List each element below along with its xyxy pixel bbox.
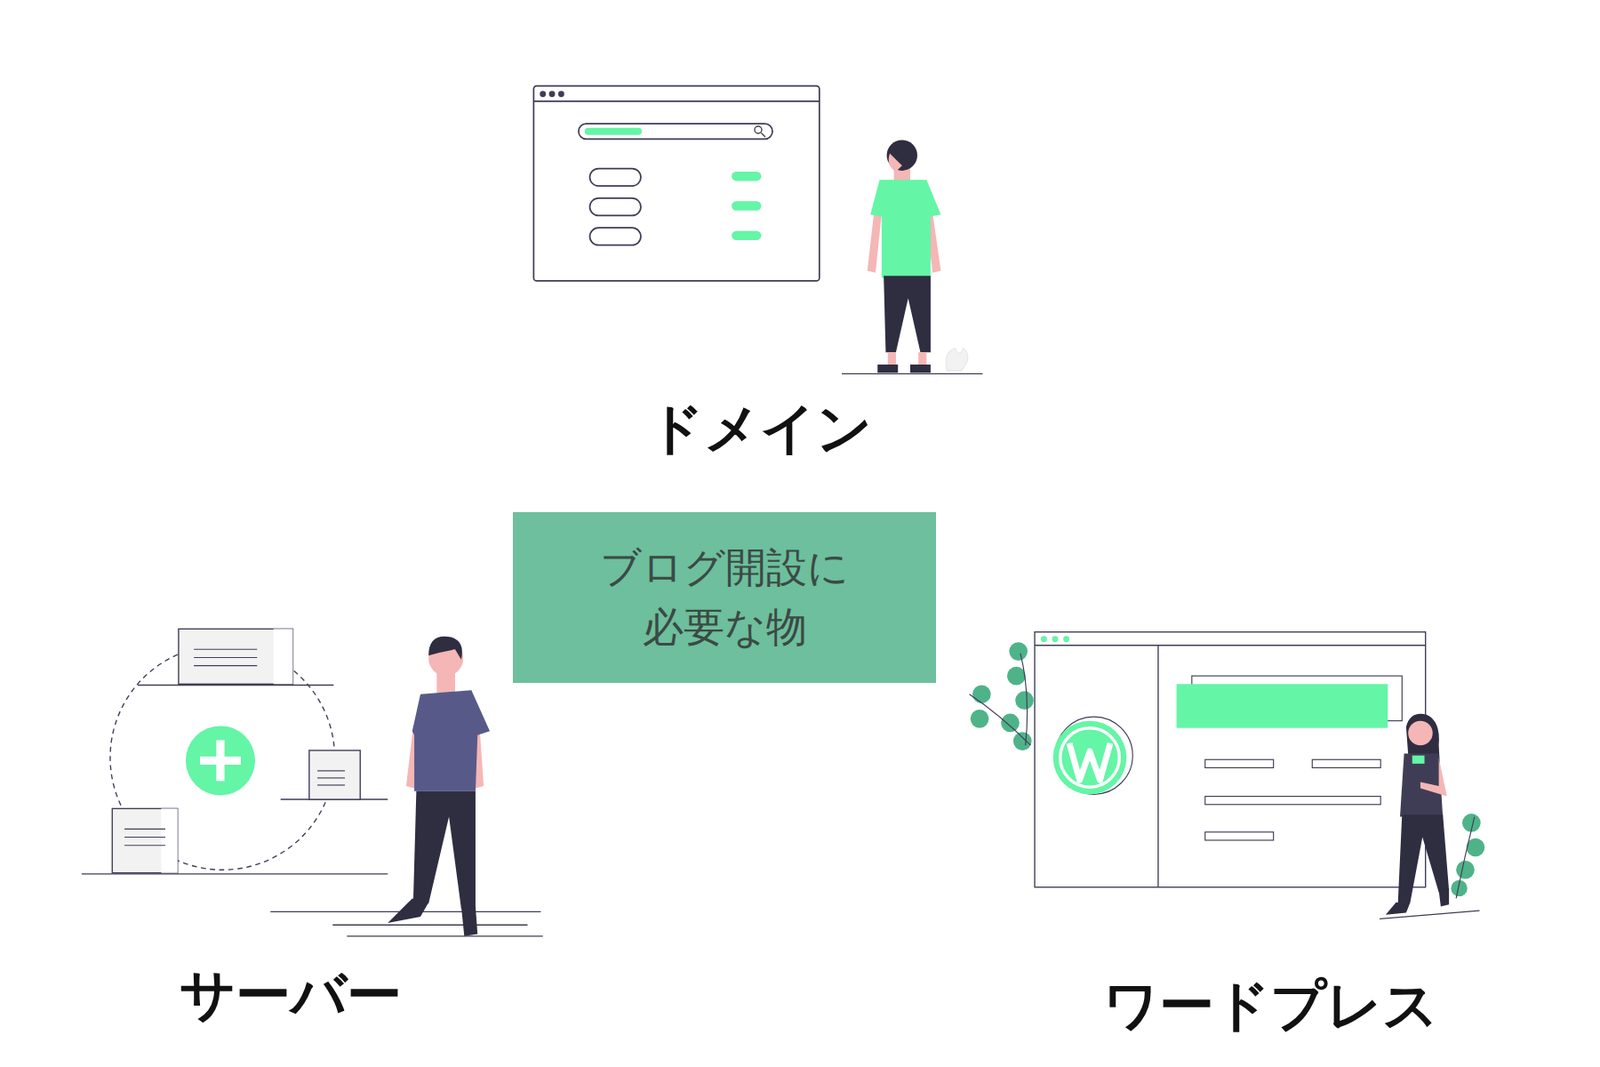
section-label: ワードプレス (1103, 968, 1439, 1043)
center-box: ブログ開設に 必要な物 (512, 512, 936, 683)
section-label: ドメイン (648, 391, 872, 466)
domain-illustration (533, 86, 983, 375)
wordpress-illustration (969, 632, 1486, 920)
box-text: ブログ開設に 必要な物 (591, 537, 858, 656)
section-label: サーバー (179, 957, 402, 1032)
server-illustration (81, 628, 544, 936)
